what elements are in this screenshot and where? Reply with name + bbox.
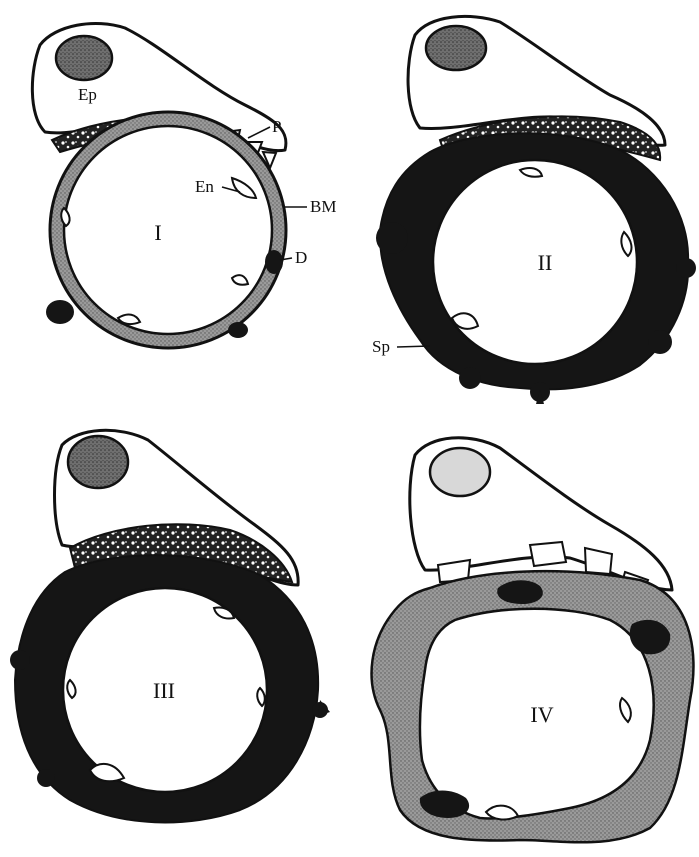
numeral-i: I	[154, 220, 161, 245]
label-en: En	[195, 177, 214, 196]
epithelium-nucleus	[68, 436, 128, 488]
label-bm: BM	[310, 197, 336, 216]
panel-iii: III	[10, 430, 330, 822]
label-p: P	[272, 117, 281, 136]
epithelium-nucleus	[426, 26, 486, 70]
numeral-ii: II	[538, 250, 553, 275]
epithelium-nucleus	[430, 448, 490, 496]
panel-ii: Sp II	[372, 16, 696, 404]
panel-i: Ep P En BM D I	[32, 23, 336, 348]
panel-iv: IV	[372, 438, 694, 843]
label-d: D	[295, 248, 307, 267]
vessel-lumen	[433, 160, 637, 364]
numeral-iv: IV	[530, 702, 553, 727]
label-ep: Ep	[78, 85, 97, 104]
vessel-lumen	[64, 126, 272, 334]
epithelium-nucleus	[56, 36, 112, 80]
pointer-sp	[397, 346, 430, 347]
label-sp: Sp	[372, 337, 390, 356]
numeral-iii: III	[153, 678, 175, 703]
